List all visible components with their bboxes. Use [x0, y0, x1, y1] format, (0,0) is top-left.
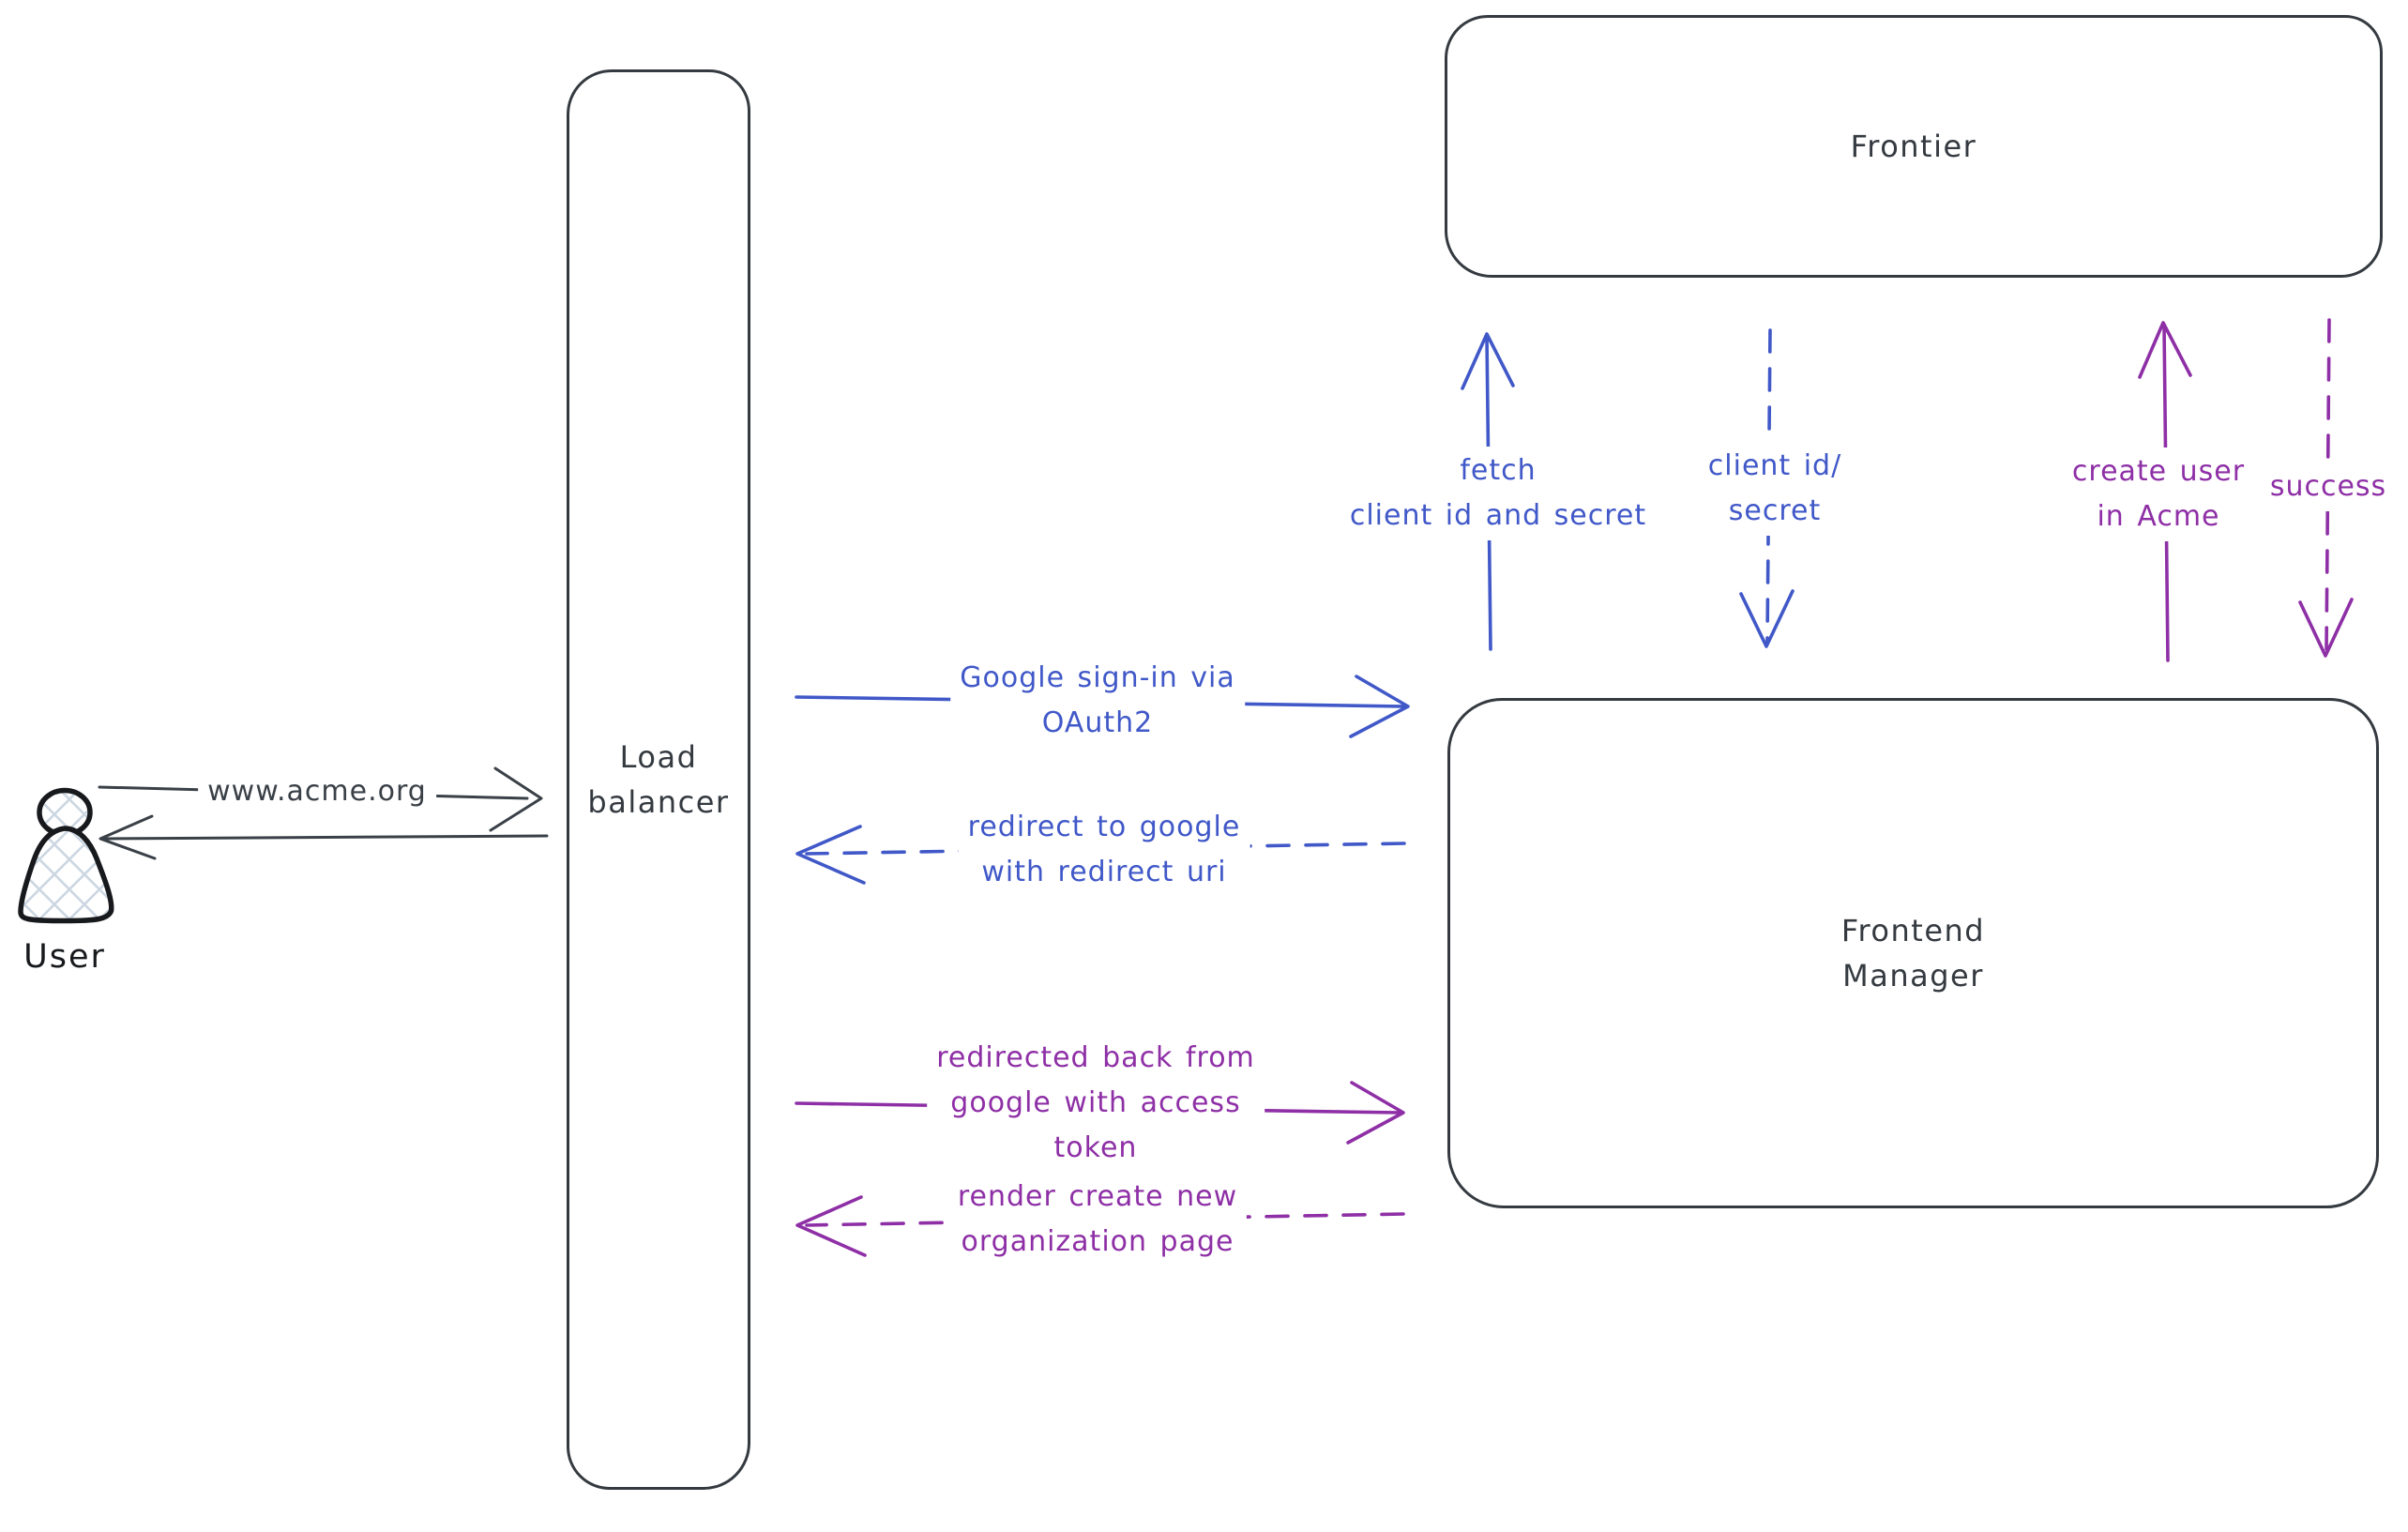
frontier-label: Frontier	[1850, 129, 1977, 164]
user-person-icon	[18, 787, 114, 924]
user-torso	[18, 826, 114, 924]
user-label: User	[23, 938, 106, 976]
load-balancer-label-line1: Load	[619, 739, 698, 775]
node-load-balancer: Load balancer	[567, 69, 750, 1490]
edge-label-create-user: create user in Acme	[2062, 447, 2255, 541]
frontend-manager-label-line1: Frontend	[1840, 913, 1986, 948]
frontend-manager-label-line2: Manager	[1842, 958, 1984, 994]
edge-label-success: success	[2260, 463, 2397, 511]
edge-label-redirected-back: redirected back from google with access …	[927, 1034, 1265, 1173]
node-frontend-manager: Frontend Manager	[1447, 698, 2379, 1208]
node-frontier: Frontier	[1445, 15, 2383, 278]
edge-label-www-acme: www.acme.org	[198, 767, 436, 816]
edge-label-client-id-secret: client id/ secret	[1698, 442, 1852, 536]
edge-label-google-signin: Google sign-in via OAuth2	[950, 654, 1245, 748]
edge-label-fetch-client: fetch client id and secret	[1340, 447, 1657, 540]
edge-label-render-create-new: render create new organization page	[947, 1173, 1248, 1267]
load-balancer-label-line2: balancer	[587, 784, 730, 820]
edge-label-redirect-to-google: redirect to google with redirect uri	[958, 803, 1250, 897]
